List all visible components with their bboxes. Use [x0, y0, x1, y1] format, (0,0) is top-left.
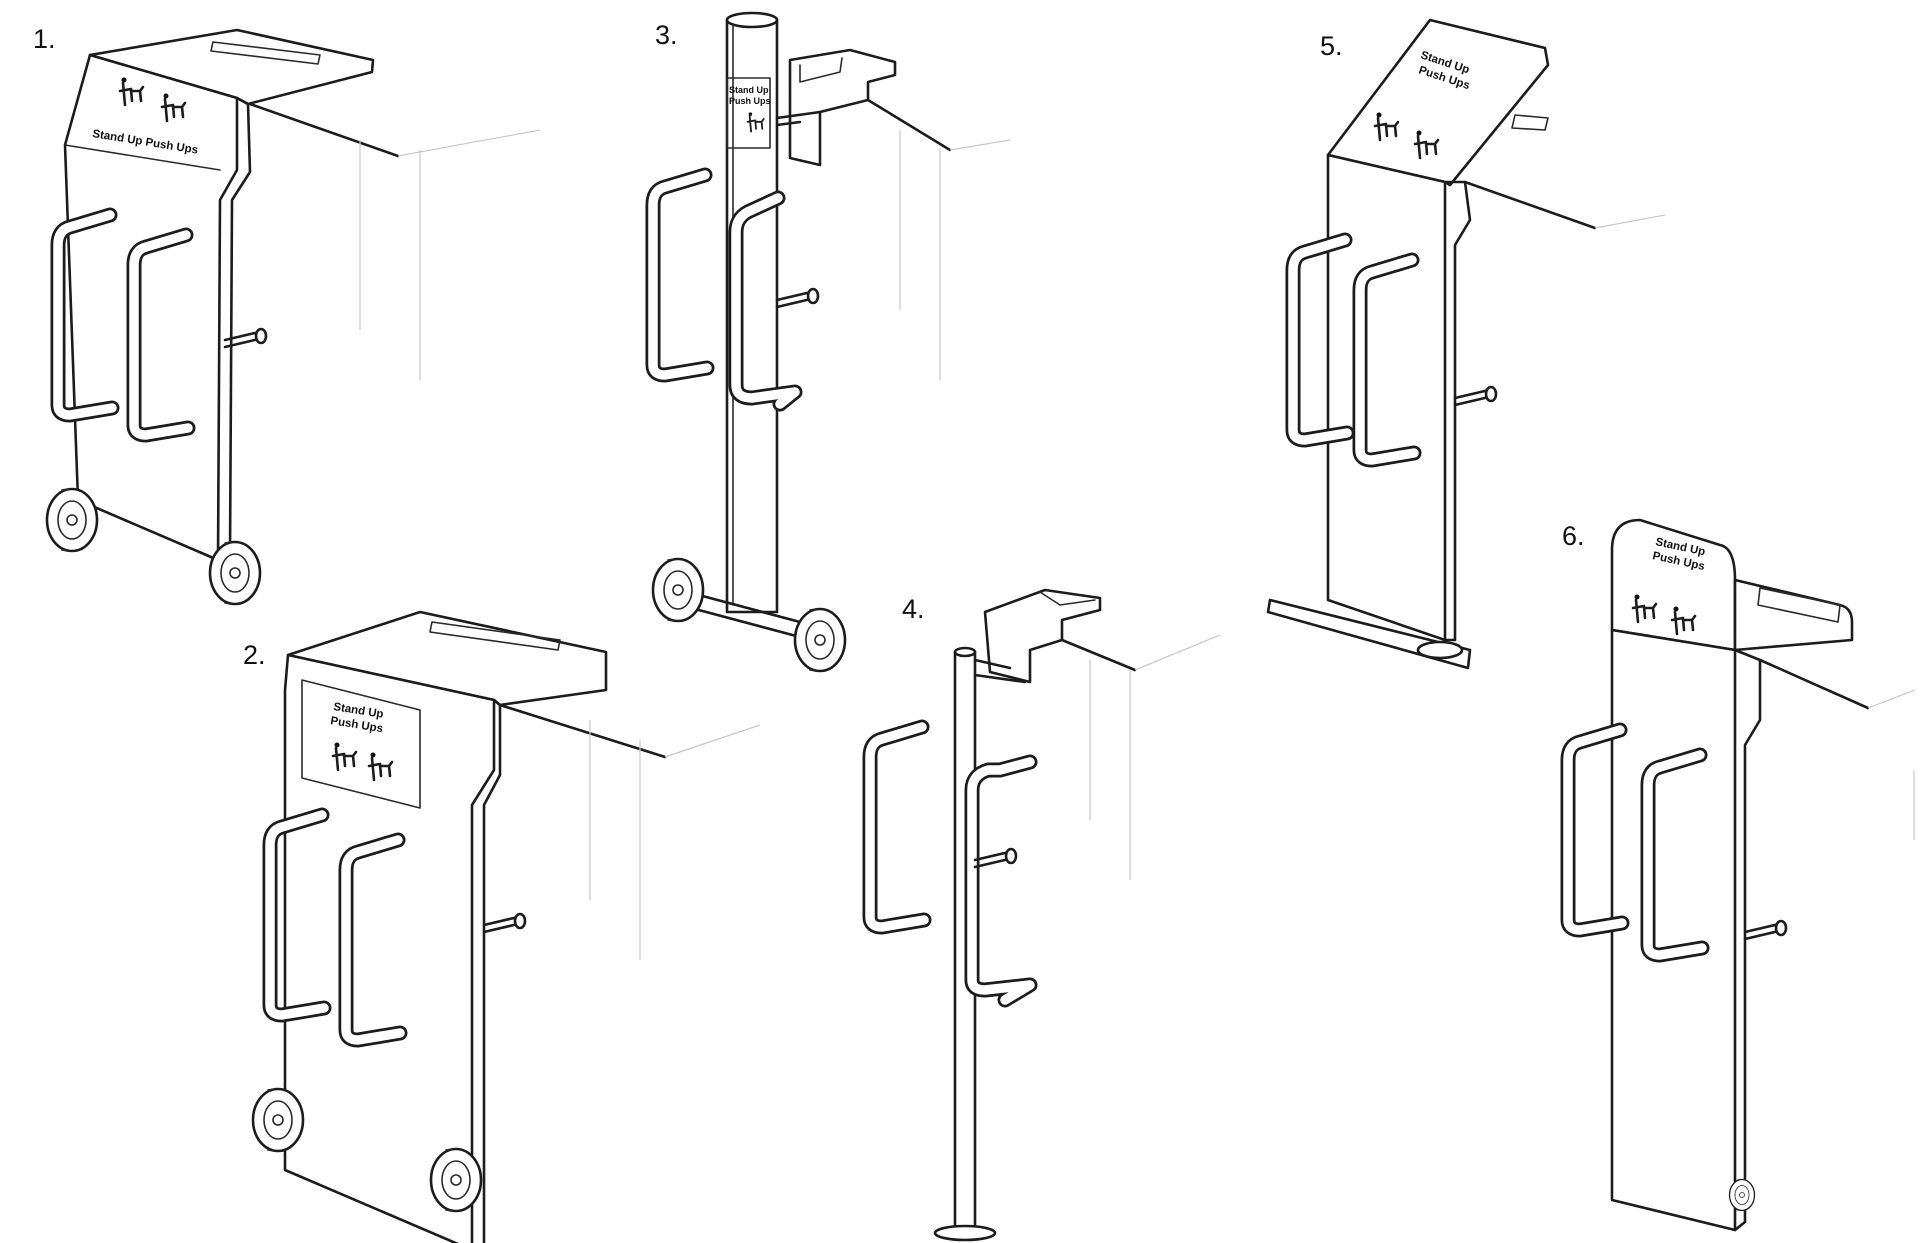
variant-3-sign-line-1: Stand Up	[729, 85, 769, 95]
variant-5-label: 5.	[1320, 31, 1343, 61]
variant-2-label: 2.	[243, 640, 266, 670]
variant-4-label: 4.	[902, 594, 925, 624]
variant-3-label: 3.	[655, 20, 678, 50]
side-pin	[1743, 919, 1788, 941]
wheel-icon	[651, 557, 705, 623]
variant-3: 3. Stand Up Push Ups	[651, 11, 1011, 673]
variant-1: 1. Stand Up Push Ups	[33, 24, 541, 606]
wheel-icon	[251, 1087, 305, 1153]
variant-4: 4.	[870, 588, 1221, 1242]
variant-6-label: 6.	[1562, 521, 1585, 551]
handle-icon	[870, 727, 924, 927]
handle-icon	[653, 175, 707, 375]
variant-5: 5. Stand Up Push Ups	[1266, 18, 1666, 670]
variant-1-label: 1.	[33, 24, 56, 54]
side-pin	[482, 912, 527, 934]
side-pin	[1453, 385, 1498, 407]
variant-2: 2. Stand Up Push Ups	[243, 610, 761, 1243]
variant-3-sign-line-2: Push Ups	[729, 96, 771, 106]
wheel-icon	[429, 1147, 483, 1213]
side-pin	[973, 847, 1018, 869]
wheel-icon	[793, 607, 847, 673]
wheel-icon	[45, 487, 99, 553]
variant-6: 6. Stand Up Push Ups	[1562, 518, 1916, 1232]
wheel-icon	[208, 540, 262, 606]
sign-sticker: Stand Up Push Ups	[726, 77, 771, 149]
wheel-icon	[1728, 1178, 1756, 1212]
side-pin	[775, 287, 820, 309]
